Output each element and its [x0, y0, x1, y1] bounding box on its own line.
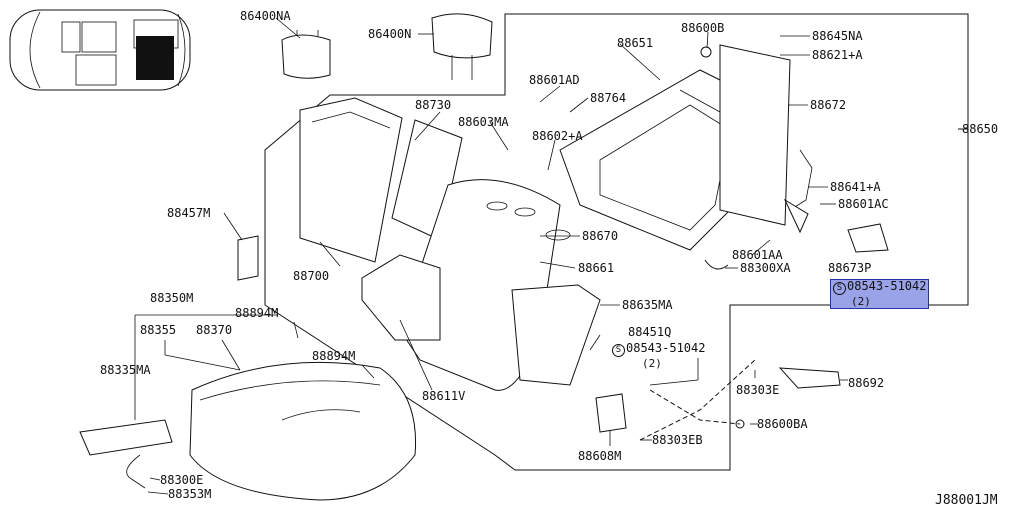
label-88601AA: 88601AA [732, 248, 783, 262]
label-88451Q: 88451Q [628, 325, 672, 339]
label-88651: 88651 [617, 36, 654, 50]
label-88621A: 88621+A [812, 48, 863, 62]
latch-88608M [595, 393, 627, 433]
label-88661: 88661 [578, 261, 615, 275]
headrest-86400NA [281, 30, 331, 79]
label-88700: 88700 [293, 269, 330, 283]
label-88355: 88355 [140, 323, 177, 337]
striker-88692 [778, 367, 841, 389]
screw-symbol-icon: S [612, 344, 625, 357]
label-88611V: 88611V [422, 389, 466, 403]
ring-88300XA [704, 259, 729, 270]
label-88894M-a: 88894M [235, 306, 279, 320]
label-88635MA: 88635MA [622, 298, 673, 312]
label-88670: 88670 [582, 229, 619, 243]
label-88673P: 88673P [828, 261, 872, 275]
qty-08543: (2) [642, 357, 662, 370]
qty-highlighted: (2) [851, 295, 871, 308]
label-86400N: 86400N [368, 27, 412, 41]
vehicle-location-inset [9, 9, 191, 91]
label-88641A: 88641+A [830, 180, 881, 194]
label-88894M-b: 88894M [312, 349, 356, 363]
side-support-88635MA [511, 284, 601, 386]
label-88692: 88692 [848, 376, 885, 390]
label-88370: 88370 [196, 323, 233, 337]
label-88730: 88730 [415, 98, 452, 112]
label-86400NA: 86400NA [240, 9, 291, 23]
seat-cushion [189, 361, 417, 501]
label-88303E: 88303E [736, 383, 780, 397]
label-88457M: 88457M [167, 206, 211, 220]
heater-pad-88335MA [79, 419, 173, 456]
label-88608M: 88608M [578, 449, 622, 463]
label-88300E: 88300E [160, 473, 204, 487]
label-88353M: 88353M [168, 487, 212, 501]
label-88600BA: 88600BA [757, 417, 808, 431]
seatback-frame-88651 [559, 69, 761, 251]
label-88603MA: 88603MA [458, 115, 509, 129]
seatback-lower-88611V [361, 254, 441, 341]
seatback-trim-88700 [299, 97, 403, 263]
label-88601AC: 88601AC [838, 197, 889, 211]
label-88601AD: 88601AD [529, 73, 580, 87]
label-88672: 88672 [810, 98, 847, 112]
headrest-86400N [431, 13, 493, 80]
diagram-code: J88001JM [935, 493, 998, 508]
label-88350M: 88350M [150, 291, 194, 305]
leader-lines [134, 17, 848, 495]
back-board-88672 [719, 44, 791, 226]
bracket-88641A [783, 149, 813, 234]
label-88602A: 88602+A [532, 129, 583, 143]
label-08543-highlighted: 08543-51042 [847, 279, 927, 293]
label-88764: 88764 [590, 91, 627, 105]
label-88303EB: 88303EB [652, 433, 703, 447]
screw-symbol-icon: S [833, 282, 846, 295]
label-08543: 08543-51042 [626, 341, 706, 355]
hinge-88673P [847, 223, 889, 253]
label-88300XA: 88300XA [740, 261, 791, 275]
label-88650: 88650 [962, 122, 999, 136]
label-88645NA: 88645NA [812, 29, 863, 43]
nut-88600B [700, 46, 712, 58]
label-88335MA: 88335MA [100, 363, 151, 377]
armrest-88457M [237, 235, 259, 281]
label-88600B: 88600B [681, 21, 725, 35]
